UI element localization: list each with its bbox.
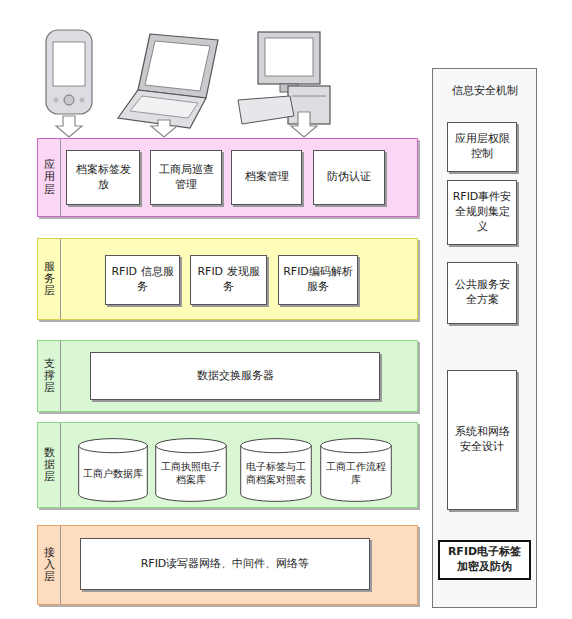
layer-label-column: 应用层 (38, 139, 61, 216)
process-box: RFID 发现服务 (190, 255, 267, 305)
database-label: 工商户数据库 (83, 467, 143, 480)
process-box: 工商局巡查管理 (150, 150, 222, 205)
text-wrap: 数据交换服务器 (197, 369, 274, 384)
process-box: 档案标签发放 (66, 150, 140, 205)
down-arrow (56, 112, 317, 137)
text-wrap: 公共服务安全方案 (452, 278, 512, 308)
box-label: 公共服务安全方案 (452, 278, 512, 308)
laptop-icon (118, 34, 218, 128)
text-wrap: RFID 发现服务 (195, 265, 262, 295)
process-box: RFID 信息服务 (105, 255, 180, 305)
box-label: 防伪认证 (327, 170, 371, 185)
database-label: 电子标签与工商档案对照表 (244, 460, 308, 486)
text-wrap: 电子标签与工商档案对照表 (244, 460, 308, 486)
database-cylinder: 工商户数据库 (78, 438, 148, 502)
text-wrap: 系统和网络安全设计 (452, 425, 512, 455)
box-label: RFID读写器网络、中间件、网络等 (141, 557, 310, 572)
process-box: 数据交换服务器 (90, 352, 380, 400)
layer-band: 支撑层 数据交换服务器 (37, 340, 418, 412)
database-cylinder: 工商工作流程库 (320, 438, 392, 502)
text-wrap: 工商局巡查管理 (155, 163, 217, 193)
text-wrap: 档案管理 (245, 170, 289, 185)
box-label: 系统和网络安全设计 (452, 425, 512, 455)
layer-label-column: 数据层 (38, 423, 61, 507)
box-label: RFID 发现服务 (195, 265, 262, 295)
text-wrap: 工商执照电子档案库 (159, 460, 223, 486)
text-wrap: RFID 信息服务 (110, 265, 175, 295)
layer-band: 数据层工商户数据库 工商执照电子档案库电子标签与工商档案对照表工商工作流程库 (37, 422, 418, 508)
layer-label: 应用层 (44, 159, 55, 195)
layer-label-column: 支撑层 (38, 341, 61, 411)
process-box: 系统和网络安全设计 (447, 370, 517, 510)
text-wrap: 工商工作流程库 (324, 460, 388, 486)
box-label: 档案管理 (245, 170, 289, 185)
layer-label-column: 服务层 (38, 239, 61, 319)
database-label: 工商工作流程库 (324, 460, 388, 486)
layer-band: 服务层 RFID 信息服务 RFID 发现服务 RFID编码解析服务 (37, 238, 418, 320)
box-label: 档案标签发放 (71, 163, 135, 193)
layer-label: 服务层 (44, 261, 55, 297)
text-wrap: RFID事件安全规则集定义 (452, 190, 512, 235)
layer-band: 接入层 RFID读写器网络、中间件、网络等 (37, 525, 418, 605)
process-box: RFID事件安全规则集定义 (447, 180, 517, 245)
text-wrap: 应用层权限控制 (452, 132, 512, 162)
process-box: RFID编码解析服务 (278, 255, 358, 305)
desktop-icon (238, 32, 330, 124)
database-cylinder: 电子标签与工商档案对照表 (240, 438, 312, 502)
process-box: 应用层权限控制 (447, 122, 517, 172)
text-wrap: 工商户数据库 (83, 467, 143, 480)
process-box: 档案管理 (231, 150, 302, 205)
panel-heading: 信息安全机制 (433, 83, 536, 98)
layer-label: 数据层 (44, 447, 55, 483)
layer-label: 支撑层 (44, 358, 55, 394)
text-wrap: RFID电子标签加密及防伪 (444, 545, 525, 575)
box-label: 应用层权限控制 (452, 132, 512, 162)
layer-label: 接入层 (44, 547, 55, 583)
text-wrap: RFID编码解析服务 (283, 265, 353, 295)
pda-icon (46, 30, 92, 114)
box-label: RFID 信息服务 (110, 265, 175, 295)
database-cylinder: 工商执照电子档案库 (155, 438, 227, 502)
layer-band: 应用层 档案标签发放工商局巡查管理 档案管理 防伪认证 (37, 138, 418, 217)
box-label: RFID事件安全规则集定义 (452, 190, 512, 235)
security-panel: 信息安全机制应用层权限控制 RFID事件安全规则集定义公共服务安全方案系统和网络安… (432, 68, 537, 608)
process-box: 公共服务安全方案 (447, 262, 517, 324)
box-label: 工商局巡查管理 (155, 163, 217, 193)
text-wrap: 防伪认证 (327, 170, 371, 185)
security-box: RFID电子标签加密及防伪 (438, 540, 531, 580)
box-label: 数据交换服务器 (197, 369, 274, 384)
text-wrap: RFID读写器网络、中间件、网络等 (141, 557, 310, 572)
database-label: 工商执照电子档案库 (159, 460, 223, 486)
layer-label-column: 接入层 (38, 526, 61, 604)
process-box: 防伪认证 (313, 150, 385, 205)
text-wrap: 档案标签发放 (71, 163, 135, 193)
process-box: RFID读写器网络、中间件、网络等 (80, 538, 370, 590)
box-label: RFID电子标签加密及防伪 (444, 545, 525, 575)
box-label: RFID编码解析服务 (283, 265, 353, 295)
